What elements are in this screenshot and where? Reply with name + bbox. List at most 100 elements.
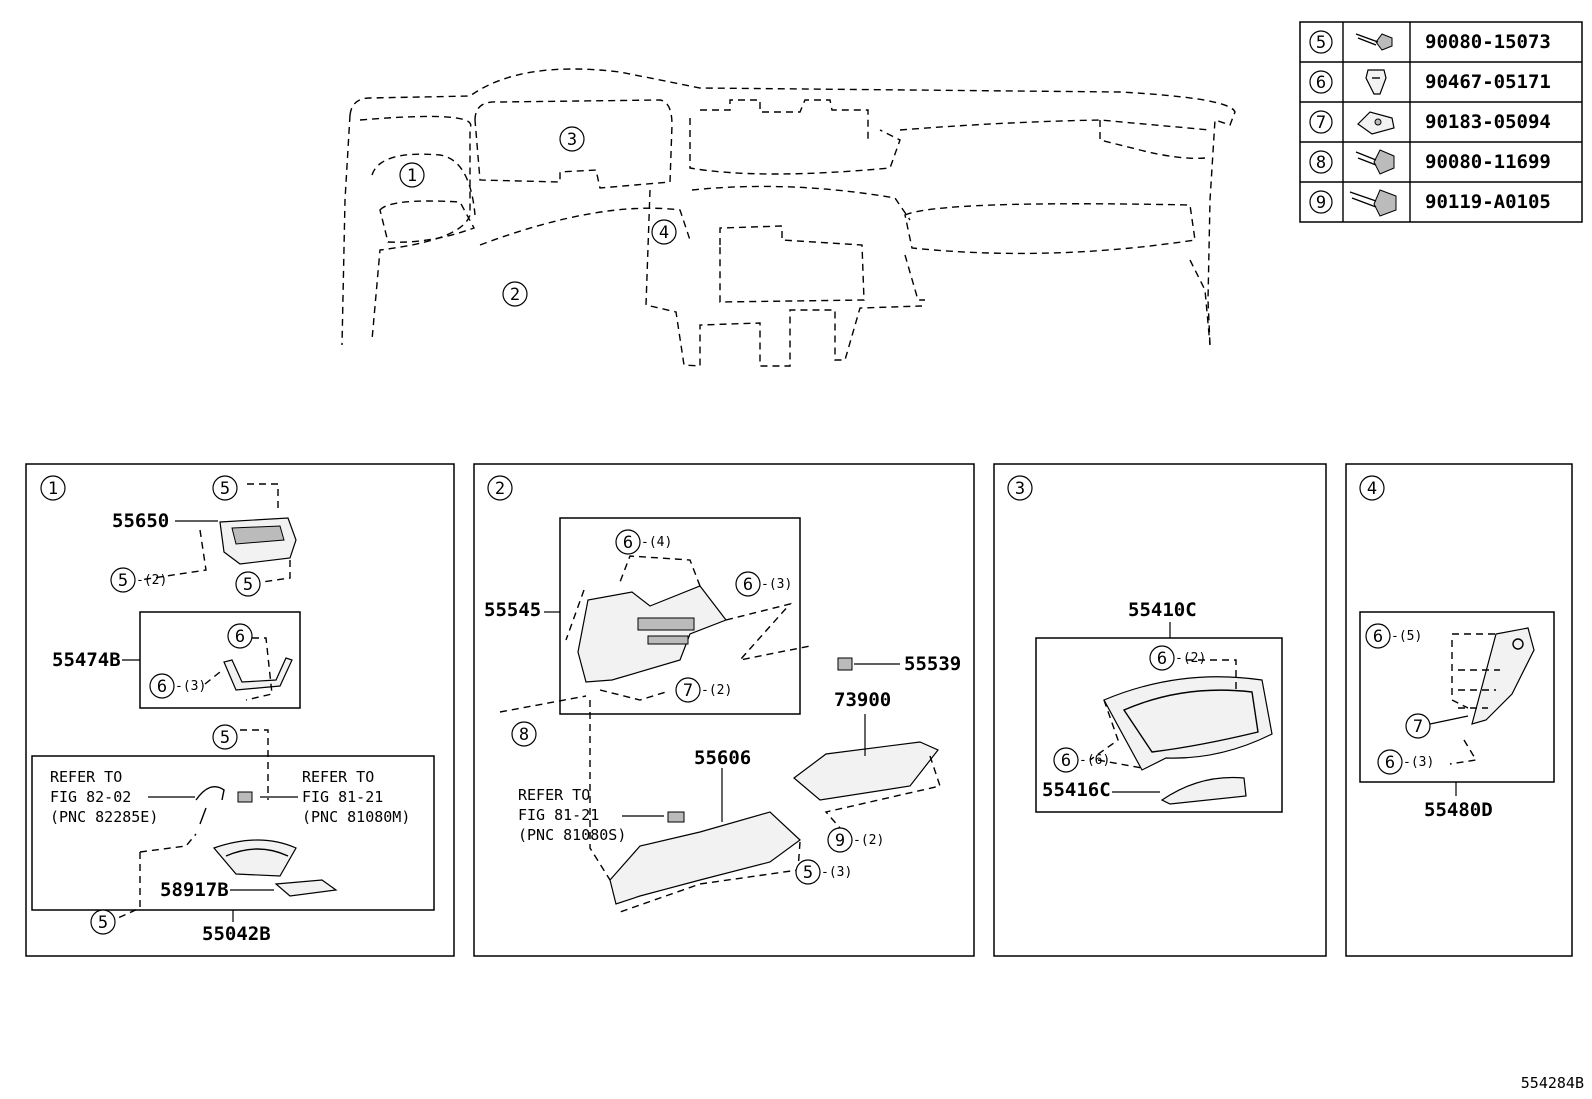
qty-label: -(6) [1079,753,1110,768]
panel-number: 4 [1367,479,1377,499]
table-row-number: 7 [1316,113,1326,133]
callout-5: 5 [220,728,230,748]
table-part-number: 90467-05171 [1425,71,1551,93]
part-label-73900: 73900 [834,689,891,711]
callout-circle [1309,70,1333,94]
callout-6: 6 [157,677,167,697]
ref-left-line-3: (PNC 82285E) [50,808,158,826]
bolt-icon [1355,33,1393,51]
callout-9: 9 [835,831,845,851]
qty-label: -(2) [136,573,167,588]
part-label-55474B: 55474B [52,649,121,671]
panel-number-circle [1007,475,1033,501]
overview-label-3: 3 [567,130,577,150]
panel-number-circle [1359,475,1385,501]
qty-label: -(4) [641,535,672,550]
ref-right-line-2: FIG 81-21 [302,788,383,806]
table-row: 6 90467-05171 [1309,69,1551,95]
callout-circle [1309,150,1333,174]
callout-circle [1309,190,1333,214]
garnish-55474B [223,657,293,691]
switch-panel-55480D [1471,627,1535,725]
fastener-table: 5 90080-15073 6 90467-05171 7 9 [1299,21,1583,223]
overview-callout [651,219,677,245]
callout-6: 6 [743,575,753,595]
callout-5: 5 [803,863,813,883]
clip-55539 [837,657,853,671]
qty-label: -(5) [1391,629,1422,644]
overview-callout [399,162,425,188]
callout-circle [1309,30,1333,54]
part-label-55042B: 55042B [202,923,271,945]
connector [237,791,253,803]
table-row: 9 90119-A0105 [1309,189,1551,217]
part-label-55480D: 55480D [1424,799,1493,821]
ref-left-line-2: FIG 82-02 [50,788,131,806]
ref-line-2: FIG 81-21 [518,806,599,824]
panel-number-circle [40,475,66,501]
qty-label: -(2) [1175,651,1206,666]
ref-left-line-1: REFER TO [50,768,122,786]
dashboard-overview: 1 2 3 4 [341,68,1236,367]
table-part-number: 90080-11699 [1425,151,1551,173]
part-label-55416C: 55416C [1042,779,1111,801]
clip-icon [1365,69,1387,95]
wire-harness [195,786,225,825]
qty-label: -(2) [701,683,732,698]
callout-6: 6 [1373,627,1383,647]
cluster-panel-55410C [1103,676,1273,771]
part-label-55650: 55650 [112,510,169,532]
table-row-number: 5 [1316,33,1326,53]
panel-3: 3 55410C 6 -(2) 6 -(6) 55416C [993,463,1327,957]
callout-5: 5 [243,575,253,595]
callout-7: 7 [683,681,693,701]
callout-6: 6 [623,533,633,553]
panel-1: 1 55650 5 5 -(2) 5 55474B 6 6 -(3) 5 REF… [25,463,455,957]
table-row: 7 90183-05094 [1309,110,1551,135]
table-part-number: 90183-05094 [1425,111,1551,133]
part-label-58917B: 58917B [160,879,229,901]
part-label-55606: 55606 [694,747,751,769]
ref-line-1: REFER TO [518,786,590,804]
overview-label-2: 2 [510,285,520,305]
bolt-icon [1349,189,1397,217]
panel-number: 2 [495,479,505,499]
overview-label-4: 4 [659,223,669,243]
table-row-number: 8 [1316,153,1326,173]
bezel-55042B [212,839,297,877]
callout-8: 8 [519,725,529,745]
table-row: 5 90080-15073 [1309,30,1551,54]
overview-callout [559,126,585,152]
ref-right-line-3: (PNC 81080M) [302,808,410,826]
table-part-number: 90080-15073 [1425,31,1551,53]
table-row-number: 9 [1316,193,1326,213]
overview-label-1: 1 [407,166,417,186]
qty-label: -(3) [175,679,206,694]
panel-55416C [1160,776,1247,805]
panel-2: 2 55545 6 -(4) 6 -(3) 7 -(2) 8 55539 739… [473,463,975,957]
part-label-55539: 55539 [904,653,961,675]
cover-55606 [609,811,801,905]
bracket-73900 [793,741,939,801]
callout-5: 5 [98,913,108,933]
qty-label: -(3) [821,865,852,880]
overview-callout [502,281,528,307]
callout-7: 7 [1413,717,1423,737]
qty-label: -(2) [853,833,884,848]
part-label-55545: 55545 [484,599,541,621]
callout-6: 6 [235,627,245,647]
qty-label: -(3) [1403,755,1434,770]
nut-icon [1357,111,1395,135]
ref-line-3: (PNC 81080S) [518,826,626,844]
ref-right-line-1: REFER TO [302,768,374,786]
callout-6: 6 [1061,751,1071,771]
table-row-number: 6 [1316,73,1326,93]
table-part-number: 90119-A0105 [1425,191,1551,213]
qty-label: -(3) [761,577,792,592]
table-row: 8 90080-11699 [1309,149,1551,175]
callout-5: 5 [118,571,128,591]
callout-6: 6 [1385,753,1395,773]
part-label-55410C: 55410C [1128,599,1197,621]
subassembly-box [1035,637,1283,813]
callout-6: 6 [1157,649,1167,669]
